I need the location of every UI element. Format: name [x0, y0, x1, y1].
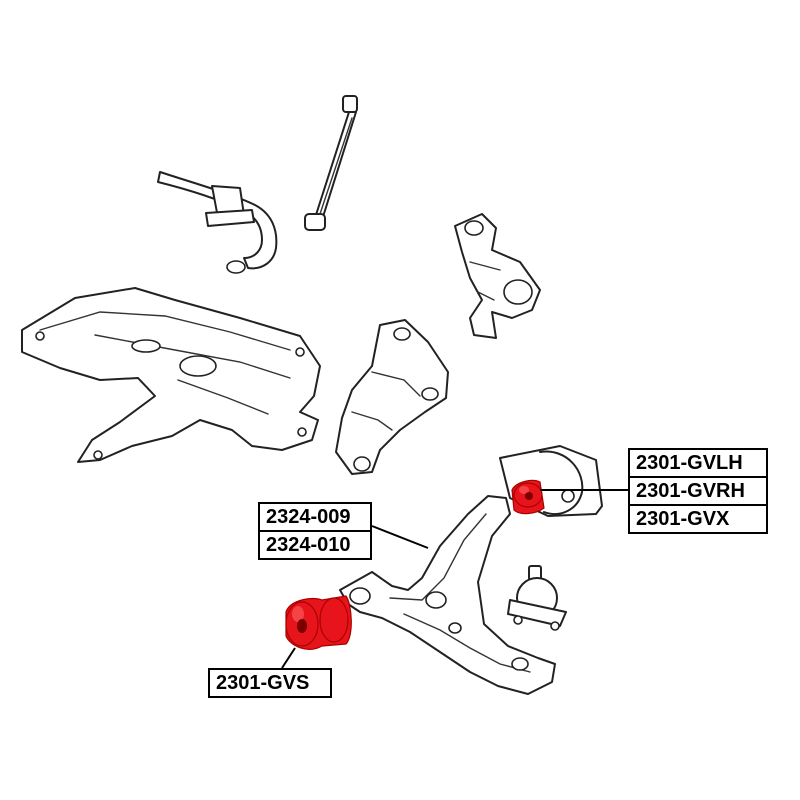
- part-number: 2301-GVS: [216, 672, 310, 694]
- part-number: 2324-009: [266, 506, 351, 528]
- callout-front-bushing: 2301-GVLH 2301-GVRH 2301-GVX: [628, 448, 768, 534]
- control-arm: [339, 495, 556, 695]
- part-number: 2301-GVX: [630, 504, 766, 532]
- callout-control-arm: 2324-009 2324-010: [258, 502, 372, 560]
- part-number: 2301-GVRH: [630, 476, 766, 504]
- part-number: 2324-010: [260, 530, 370, 558]
- subframe: [21, 287, 321, 463]
- leader-rear-bushing: [281, 647, 296, 669]
- steering-knuckle: [454, 213, 541, 339]
- front-bushing: [511, 479, 545, 515]
- rear-bushing: [285, 595, 352, 650]
- stabilizer-bar: [157, 171, 278, 274]
- callout-rear-bushing: 2301-GVS: [208, 668, 332, 698]
- leader-control-arm: [371, 525, 429, 549]
- ball-joint: [507, 565, 567, 631]
- stabilizer-link: [304, 95, 358, 231]
- mounting-bracket: [335, 319, 449, 475]
- part-number: 2301-GVLH: [636, 452, 743, 474]
